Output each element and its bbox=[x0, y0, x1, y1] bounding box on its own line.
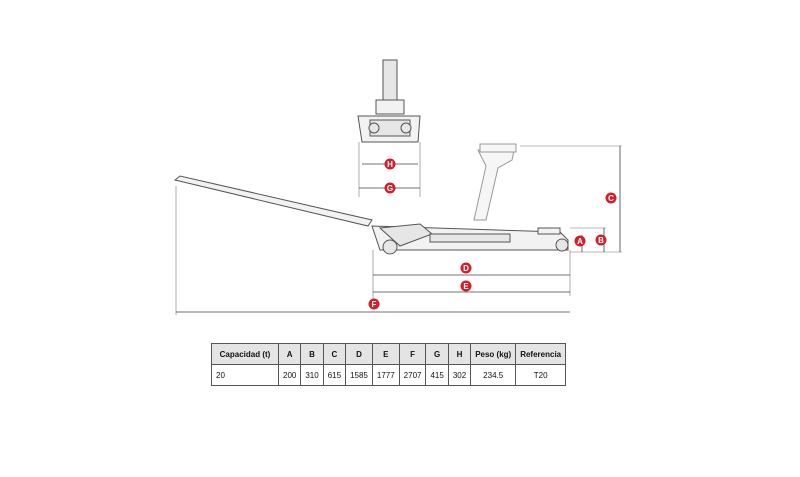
header-capacidad: Capacidad (t) bbox=[211, 343, 279, 365]
marker-G-label: G bbox=[387, 184, 393, 193]
front-wheel bbox=[555, 238, 569, 252]
marker-D: D bbox=[460, 262, 472, 274]
marker-E-label: E bbox=[463, 282, 469, 291]
cell-capacidad: 20 bbox=[211, 364, 279, 386]
cell-e: 1777 bbox=[371, 364, 400, 386]
front-view-saddle bbox=[375, 99, 405, 115]
handle bbox=[173, 175, 373, 227]
arm bbox=[429, 233, 511, 243]
header-peso: Peso (kg) bbox=[470, 343, 517, 365]
front-view bbox=[357, 59, 421, 197]
marker-H-label: H bbox=[387, 160, 393, 169]
cell-d: 1585 bbox=[345, 364, 373, 386]
cell-f: 2707 bbox=[398, 364, 427, 386]
header-d: D bbox=[345, 343, 373, 365]
cell-a: 200 bbox=[277, 364, 302, 386]
spec-table: Capacidad (t) A B C D E F G H Peso (kg) … bbox=[211, 343, 567, 386]
header-a: A bbox=[277, 343, 302, 365]
saddle bbox=[537, 227, 561, 235]
header-referencia: Referencia bbox=[515, 343, 567, 365]
header-b: B bbox=[300, 343, 324, 365]
marker-D-label: D bbox=[463, 264, 469, 273]
header-g: G bbox=[425, 343, 449, 365]
marker-A: A bbox=[574, 235, 586, 247]
rear-wheel bbox=[382, 239, 398, 255]
marker-C: C bbox=[605, 192, 617, 204]
header-h: H bbox=[447, 343, 472, 365]
header-c: C bbox=[322, 343, 347, 365]
cell-g: 415 bbox=[425, 364, 449, 386]
raised-saddle-ghost bbox=[479, 143, 517, 153]
marker-B: B bbox=[595, 234, 607, 246]
cell-h: 302 bbox=[447, 364, 472, 386]
cell-c: 615 bbox=[322, 364, 347, 386]
marker-C-label: C bbox=[608, 194, 614, 203]
cell-b: 310 bbox=[300, 364, 324, 386]
marker-H: H bbox=[384, 158, 396, 170]
floor-jack-dimension-drawing: H G A B C bbox=[173, 59, 622, 315]
marker-E: E bbox=[460, 280, 472, 292]
marker-F-label: F bbox=[372, 300, 377, 309]
marker-A-label: A bbox=[577, 237, 583, 246]
marker-F: F bbox=[368, 298, 380, 310]
marker-G: G bbox=[384, 182, 396, 194]
side-view bbox=[173, 143, 569, 255]
marker-B-label: B bbox=[598, 236, 604, 245]
header-e: E bbox=[371, 343, 400, 365]
header-f: F bbox=[398, 343, 427, 365]
front-view-wheel-right bbox=[400, 122, 412, 134]
raised-arm-ghost bbox=[473, 145, 516, 221]
spec-table-row: 20 200 310 615 1585 1777 2707 415 302 23… bbox=[211, 364, 567, 386]
front-view-wheel-left bbox=[368, 122, 380, 134]
cell-peso: 234.5 bbox=[470, 364, 517, 386]
cell-referencia: T20 bbox=[515, 364, 567, 386]
spec-table-header-row: Capacidad (t) A B C D E F G H Peso (kg) … bbox=[211, 343, 567, 365]
